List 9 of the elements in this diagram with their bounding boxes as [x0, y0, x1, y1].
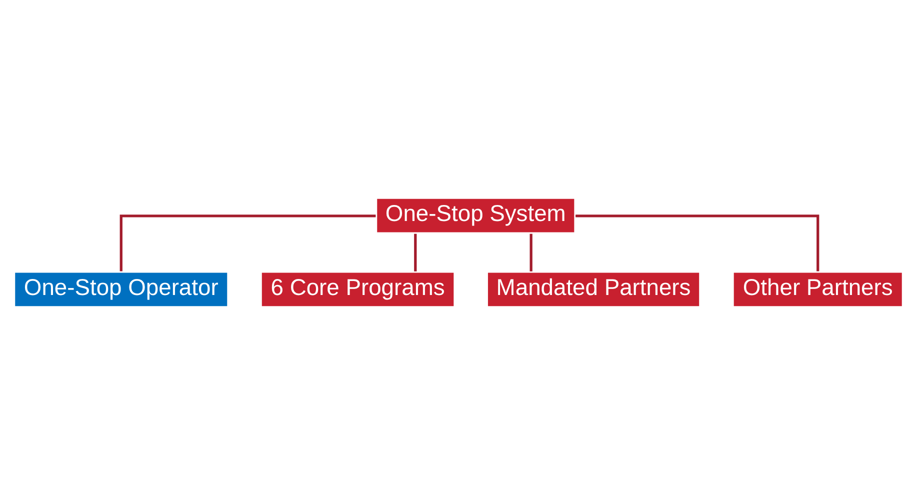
connector — [576, 214, 820, 271]
node-box: Other Partners — [731, 270, 905, 308]
node-box: One-Stop Operator — [12, 270, 230, 308]
connector — [120, 214, 376, 271]
node-box: One-Stop System — [374, 196, 577, 234]
node-box: 6 Core Programs — [259, 270, 456, 308]
connector — [414, 233, 417, 271]
node-box: Mandated Partners — [485, 270, 702, 308]
connector — [530, 233, 532, 271]
